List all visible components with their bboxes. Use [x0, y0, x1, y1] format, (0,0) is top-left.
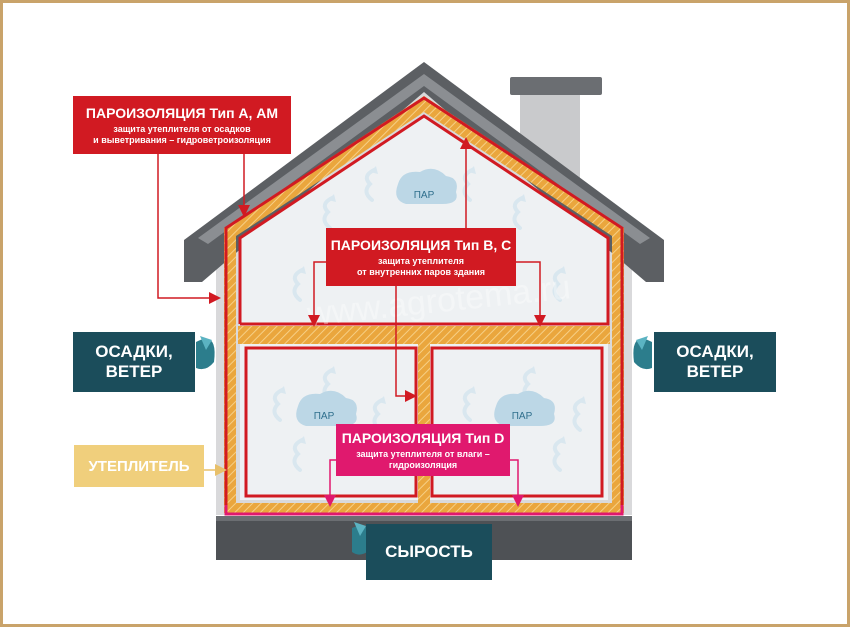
vapor-cloud-right-room: ПАР — [494, 390, 555, 426]
precip-right-icon — [633, 336, 652, 370]
damp-icon — [352, 522, 371, 555]
roof-left-edge — [198, 74, 424, 244]
leader-type-a-1 — [157, 152, 221, 304]
label-damp-text: СЫРОСТЬ — [385, 542, 473, 561]
foundation-top — [216, 516, 632, 521]
label-precip-right: ОСАДКИ, ВЕТЕР — [654, 332, 776, 392]
label-type-b-sub2: от внутренних паров здания — [357, 266, 485, 277]
label-type-a: ПАРОИЗОЛЯЦИЯ Тип А, АМ защита утеплителя… — [73, 96, 291, 154]
label-precip-right-line1: ОСАДКИ, — [676, 342, 754, 361]
vapor-label-attic: ПАР — [414, 190, 435, 201]
vapor-label-left: ПАР — [314, 411, 335, 422]
membrane-type-a — [224, 96, 624, 512]
label-type-d-sub1: защита утеплителя от влаги – — [356, 448, 490, 459]
label-insulation-text: УТЕПЛИТЕЛЬ — [88, 457, 190, 475]
vapor-label-right: ПАР — [512, 411, 533, 422]
label-precip-left: ОСАДКИ, ВЕТЕР — [73, 332, 195, 392]
label-precip-right-line2: ВЕТЕР — [686, 362, 744, 381]
label-type-d-sub2: гидроизоляция — [388, 459, 458, 470]
leader-type-d-right — [510, 459, 524, 507]
floor-slab — [238, 326, 610, 344]
label-insulation: УТЕПЛИТЕЛЬ — [74, 445, 204, 487]
label-precip-left-line2: ВЕТЕР — [105, 362, 163, 381]
leader-type-b-right — [516, 261, 546, 327]
label-type-a-sub1: защита утеплителя от осадков — [113, 123, 251, 134]
vapor-cloud-attic: ПАР — [396, 168, 457, 204]
label-type-d: ПАРОИЗОЛЯЦИЯ Тип D защита утеплителя от … — [336, 424, 510, 476]
roof-right-edge — [424, 74, 650, 244]
label-type-b: ПАРОИЗОЛЯЦИЯ Тип В, С защита утеплителя … — [326, 228, 516, 286]
vapor-cloud-left-room: ПАР — [296, 390, 357, 426]
chimney-cap — [510, 77, 602, 95]
leader-type-d-left — [324, 459, 336, 507]
label-type-a-title: ПАРОИЗОЛЯЦИЯ Тип А, АМ — [85, 104, 279, 121]
label-damp: СЫРОСТЬ — [366, 524, 492, 580]
membrane-type-b-attic — [238, 114, 610, 326]
precip-left-icon — [196, 336, 215, 370]
label-type-b-title: ПАРОИЗОЛЯЦИЯ Тип В, С — [330, 236, 512, 253]
label-precip-left-line1: ОСАДКИ, — [95, 342, 173, 361]
membrane-type-d — [224, 505, 624, 516]
label-type-b-sub1: защита утеплителя — [378, 255, 464, 266]
label-type-a-sub2: и выветривания – гидроветроизоляция — [93, 134, 271, 145]
label-type-d-title: ПАРОИЗОЛЯЦИЯ Тип D — [341, 429, 505, 446]
leader-type-b-down — [395, 286, 417, 402]
leader-type-b-left — [308, 261, 326, 327]
